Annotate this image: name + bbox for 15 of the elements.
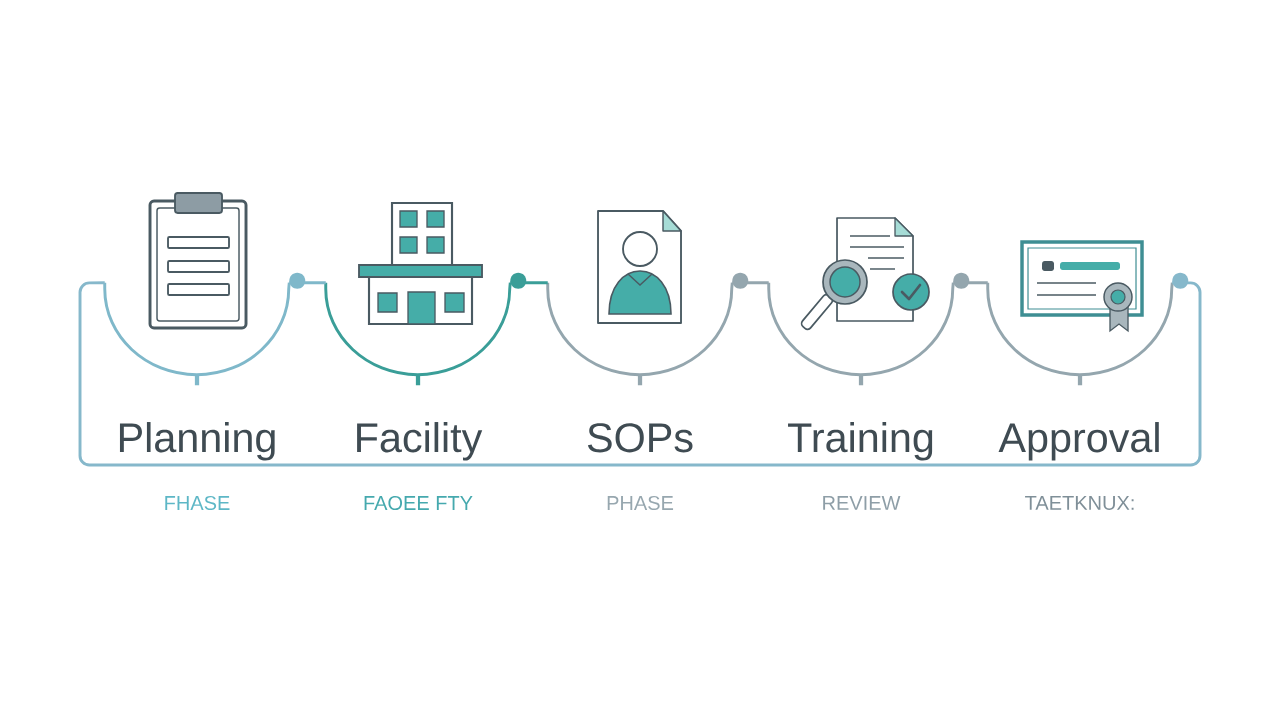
stage-subtitle: FAOEE FTY xyxy=(364,495,473,511)
stage-subtitle: PHASE xyxy=(607,495,674,511)
stage-title: Approval xyxy=(998,422,1159,461)
stage-title: Facility xyxy=(357,422,483,461)
stage-subtitle: TAETKNUX: xyxy=(1025,496,1134,510)
stage-title: SOPs xyxy=(587,423,693,453)
connector-line xyxy=(732,272,769,289)
connector-line xyxy=(953,272,988,289)
stage-title: Training xyxy=(788,422,933,461)
stage-subtitle: FHASE xyxy=(165,495,230,511)
connector-line xyxy=(510,272,548,289)
connector-line xyxy=(78,272,1202,467)
connector-line xyxy=(289,272,326,289)
stage-title: Planning xyxy=(119,422,275,461)
stage-subtitle: REVIEW xyxy=(823,496,901,510)
